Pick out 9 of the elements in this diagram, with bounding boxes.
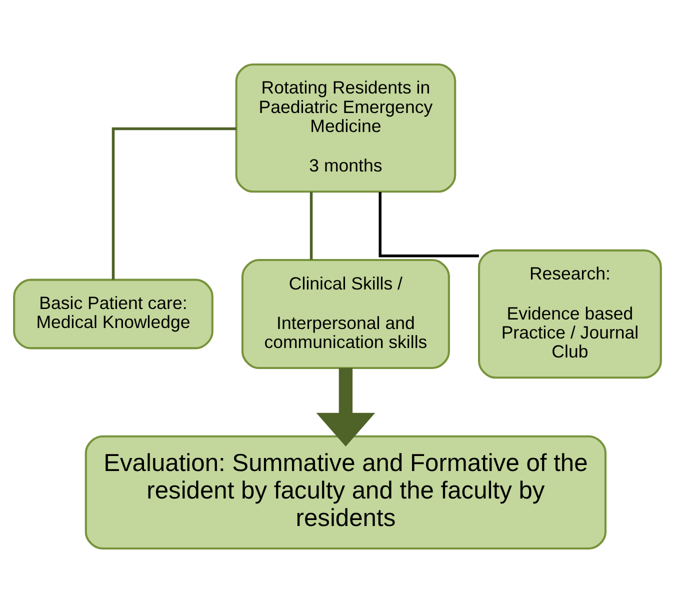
arrow <box>316 368 376 446</box>
node-box: Research: Evidence based Practice / Journal Club <box>478 248 662 378</box>
node-box: Clinical Skills / Interpersonal and communication skills <box>241 258 450 369</box>
node-box: Evaluation: Summative and Formative of the resident by faculty and the faculty by residents <box>84 434 607 550</box>
connector <box>112 126 236 280</box>
connector <box>310 192 313 260</box>
node-box: Rotating Residents in Paediatric Emergency Medicine 3 months <box>235 62 456 192</box>
node-box: Basic Patient care: Medical Knowledge <box>13 278 214 349</box>
connector <box>378 191 479 257</box>
